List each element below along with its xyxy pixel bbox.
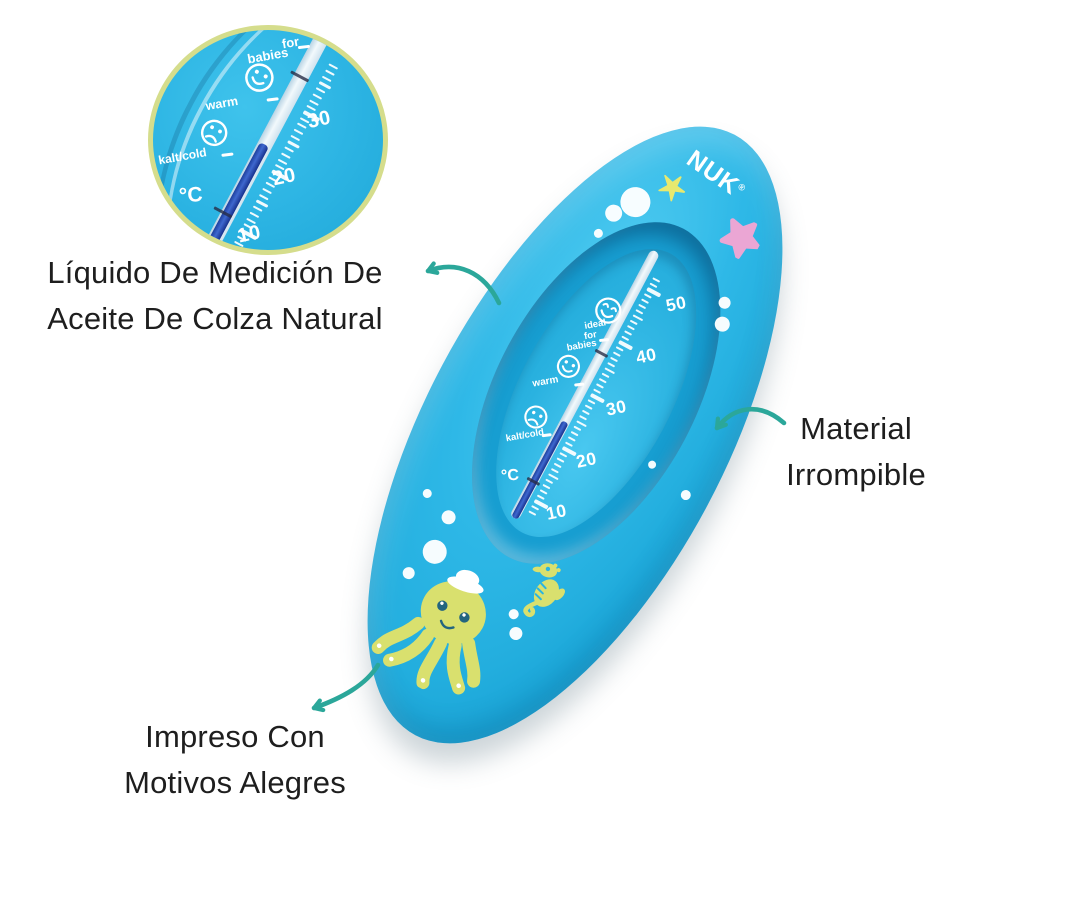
nuk-logo: NUK®	[681, 144, 749, 201]
warm-face-icon	[235, 56, 281, 104]
octopus-icon	[371, 569, 486, 695]
scale-number: 30	[305, 106, 333, 133]
cold-face-icon	[516, 399, 554, 439]
annotation-unbreakable-material: Material Irrompible	[761, 406, 951, 498]
celsius-unit: °C	[500, 466, 520, 485]
annotation-line: Motivos Alegres	[124, 765, 346, 800]
seahorse-icon	[523, 563, 565, 618]
yellow-star-icon	[658, 174, 686, 202]
arrow-to-motifs-annotation	[311, 662, 381, 713]
annotation-cheerful-motifs: Impreso Con Motivos Alegres	[35, 714, 435, 806]
bath-thermometer-product: 50 40 30 20 10	[282, 64, 868, 806]
scale-number: 20	[574, 447, 599, 472]
bubble-icon	[421, 487, 434, 500]
annotation-line: Irrompible	[786, 457, 926, 492]
scale-number: 40	[634, 343, 659, 368]
annotation-measuring-liquid: Líquido De Medición De Aceite De Colza N…	[20, 250, 410, 342]
scale-number: 10	[544, 499, 569, 524]
pink-starfish-icon	[719, 218, 761, 260]
cold-face-icon	[192, 113, 235, 158]
annotation-line: Líquido De Medición De	[47, 255, 383, 290]
annotation-line: Aceite De Colza Natural	[47, 301, 383, 336]
celsius-unit: °C	[178, 183, 204, 208]
bubble-icon	[679, 488, 693, 502]
scale-number: 10	[235, 221, 263, 248]
annotation-line: Material	[800, 411, 912, 446]
scale-number: 50	[664, 291, 689, 316]
bubble-icon	[439, 507, 459, 527]
scale-number: 30	[604, 395, 629, 420]
warm-face-icon	[549, 349, 587, 389]
ideal-for-babies-face-icon	[586, 290, 629, 335]
scale-number: 20	[270, 163, 298, 191]
annotation-line: Impreso Con	[145, 719, 325, 754]
